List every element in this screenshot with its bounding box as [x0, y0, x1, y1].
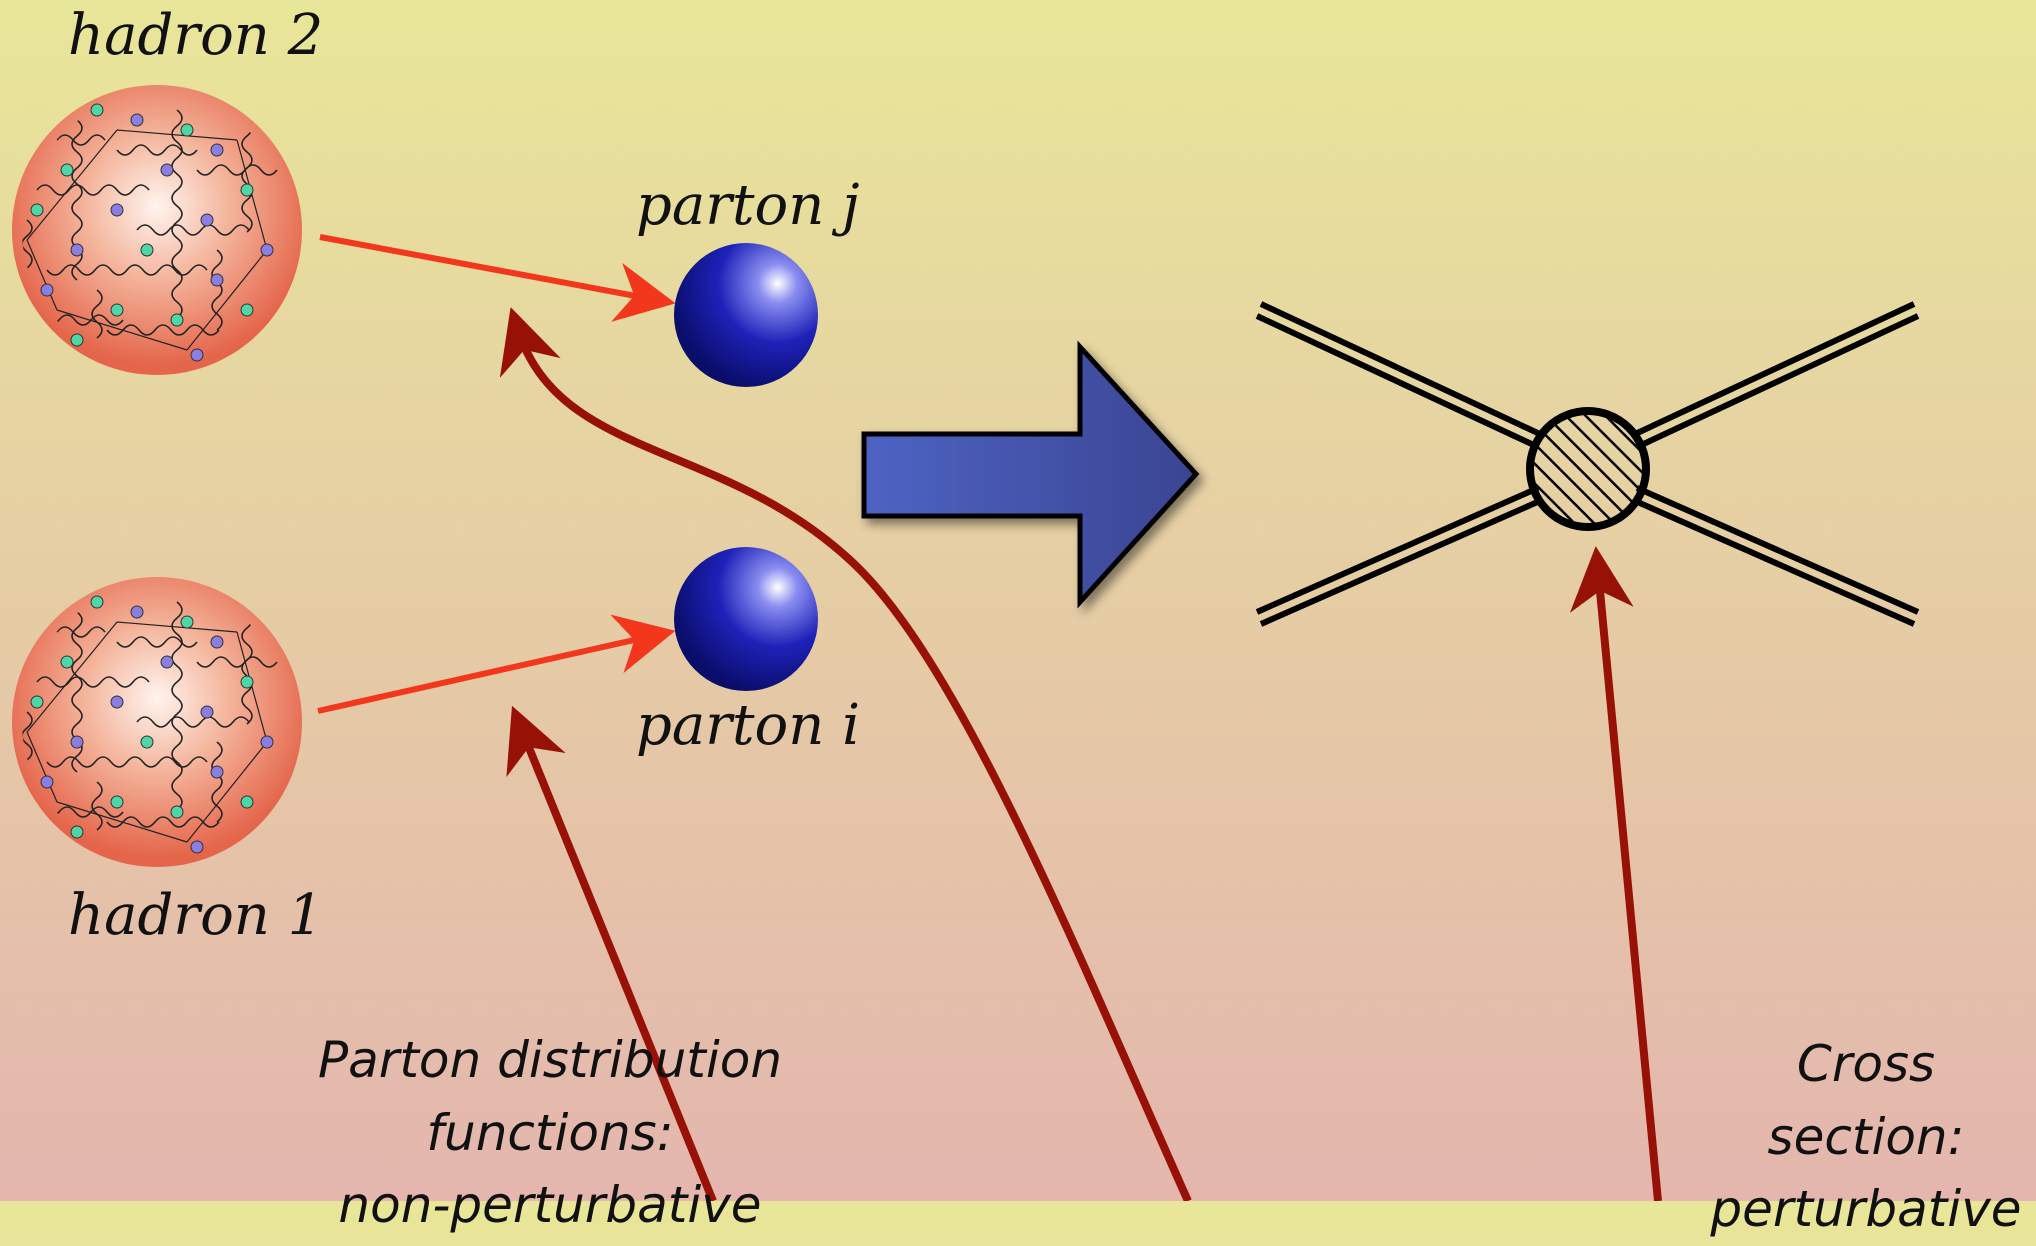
annotation-arrow-pdf-to-hadron2 — [499, 307, 1192, 1201]
caption-pdf: Parton distribution functions: non-pertu… — [190, 1024, 910, 1242]
label-hadron-2: hadron 2 — [68, 3, 324, 68]
label-parton-j: parton j — [636, 173, 860, 238]
hadron-2 — [12, 85, 302, 375]
caption-cross-section: Cross section: perturbative — [1696, 1028, 2036, 1246]
arrow-hadron1-to-parton-i — [317, 614, 676, 714]
vertex-double-lines — [1255, 301, 1920, 627]
label-parton-i: parton i — [636, 693, 860, 758]
hadron-1 — [12, 577, 302, 867]
caption-xs-line2: perturbative — [1710, 1180, 2022, 1238]
vertex-blob-hatched — [1526, 407, 1650, 531]
annotation-arrow-to-vertex — [1569, 546, 1662, 1201]
arrow-hadron2-to-parton-j — [319, 234, 676, 322]
diagram-canvas — [0, 0, 1920, 1201]
label-hadron-1: hadron 1 — [68, 883, 324, 948]
parton-j — [674, 243, 818, 387]
parton-i — [674, 547, 818, 691]
big-right-arrow — [861, 340, 1200, 609]
caption-xs-line1: Cross section: — [1767, 1035, 1965, 1166]
annotation-arrow-pdf-to-hadron1 — [506, 705, 717, 1201]
caption-pdf-line2: non-perturbative — [338, 1176, 762, 1234]
caption-pdf-line1: Parton distribution functions: — [317, 1031, 783, 1162]
